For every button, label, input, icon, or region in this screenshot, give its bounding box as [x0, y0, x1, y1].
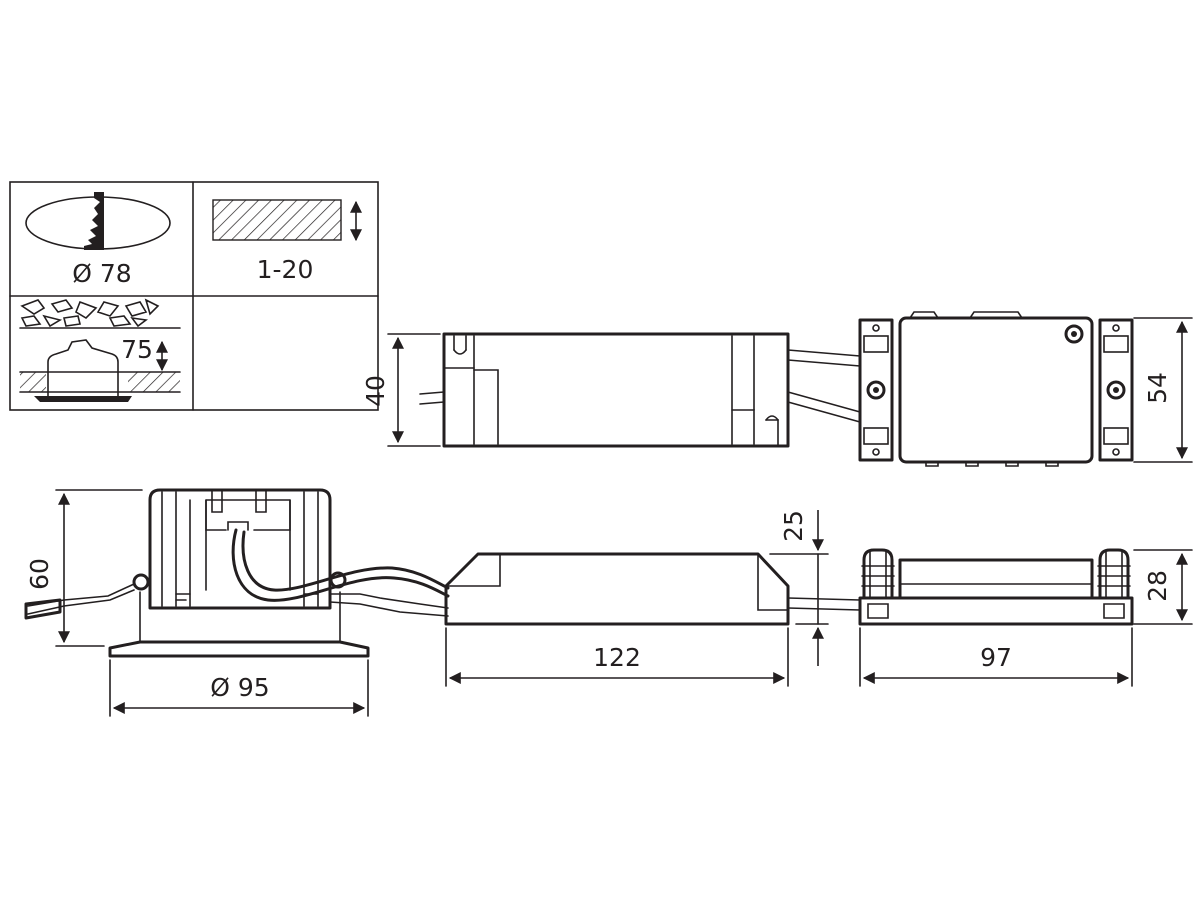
junction-box-length-label: 97 — [980, 643, 1012, 672]
luminaire-side-view — [24, 488, 450, 658]
ceiling-thickness-icon — [212, 199, 362, 242]
junction-box-side-view — [858, 548, 1134, 626]
driver-side-view — [444, 552, 861, 626]
driver-thickness-dimension — [769, 510, 829, 666]
luminaire-diameter-dimension — [109, 659, 369, 717]
junction-box-thickness-label: 28 — [1143, 570, 1172, 602]
driver-height-dimension — [387, 333, 441, 447]
driver-top-view — [419, 332, 861, 448]
driver-height-label: 40 — [361, 375, 390, 407]
junction-box-thickness-dimension — [1133, 549, 1193, 625]
luminaire-height-dimension — [55, 489, 143, 647]
luminaire-diameter-label: Ø 95 — [210, 673, 269, 702]
luminaire-height-label: 60 — [25, 558, 54, 590]
junction-box-height-label: 54 — [1143, 372, 1172, 404]
junction-box-height-dimension — [1133, 317, 1193, 463]
driver-thickness-label: 25 — [779, 510, 808, 542]
driver-length-label: 122 — [593, 643, 641, 672]
driver-length-dimension — [445, 627, 789, 687]
cutout-diameter-label: Ø 78 — [72, 259, 131, 288]
insulation-clearance-icon — [19, 298, 181, 402]
cutout-icon — [25, 192, 171, 250]
junction-box-length-dimension — [859, 627, 1133, 687]
ceiling-thickness-label: 1-20 — [257, 255, 314, 284]
junction-box-top-view — [858, 311, 1134, 467]
insulation-clearance-label: 75 — [121, 335, 153, 364]
installation-legend: Ø 78 1-20 75 — [9, 181, 379, 411]
